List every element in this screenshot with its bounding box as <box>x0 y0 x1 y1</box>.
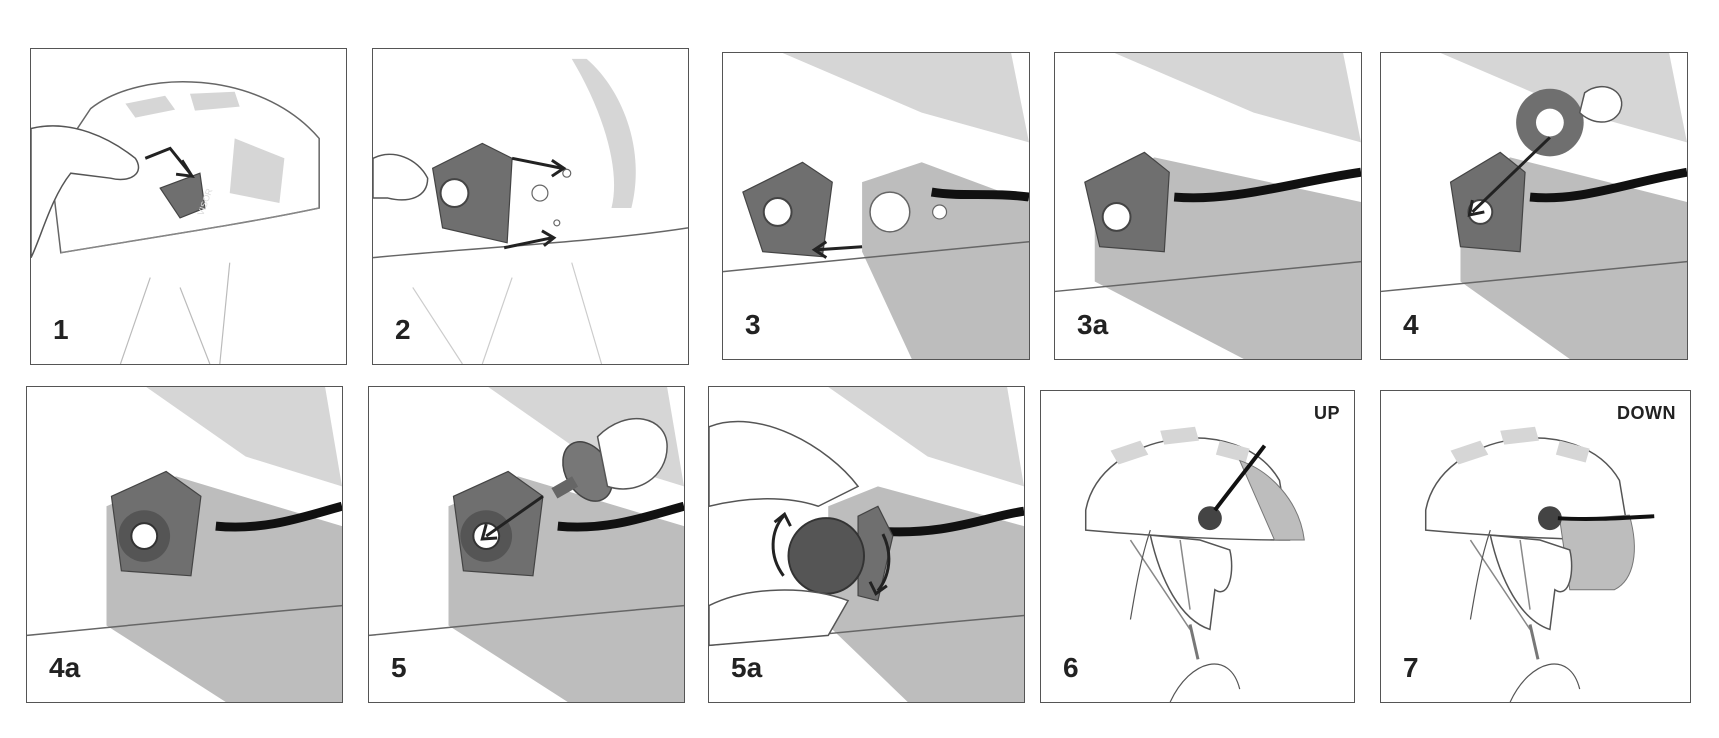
step-number: 1 <box>53 314 69 345</box>
step-4a-panel: 4a <box>26 386 343 703</box>
rotate-arrow-right <box>876 533 891 592</box>
step-1-illustration <box>31 81 320 364</box>
insert-arrow-upper <box>511 156 563 170</box>
rotate-arrow-left <box>771 515 785 577</box>
step-number: 5a <box>731 652 763 683</box>
visor-clip-shape <box>159 172 206 219</box>
step-4-illustration <box>1381 53 1687 359</box>
step-5-illustration <box>369 387 684 702</box>
screw-in-arrow <box>485 495 544 538</box>
position-label: DOWN <box>1617 403 1676 423</box>
step-number: 4 <box>1403 309 1419 340</box>
step-3-illustration <box>723 53 1029 359</box>
visor-pivot-knob <box>1537 506 1562 531</box>
step-5a-illustration <box>709 387 1024 702</box>
step-6-illustration <box>1084 426 1305 702</box>
step-number: 3 <box>745 309 761 340</box>
step-3a-panel: 3a <box>1054 52 1362 360</box>
step-2-panel: 2 <box>372 48 689 365</box>
step-number: 4a <box>49 652 81 683</box>
step-number: 5 <box>391 652 407 683</box>
step-3a-illustration <box>1055 53 1361 359</box>
visor-raised-line <box>1213 444 1267 512</box>
position-label: UP <box>1313 403 1340 423</box>
step-4-panel: 4 <box>1380 52 1688 360</box>
step-number: 3a <box>1077 309 1109 340</box>
visor-lowered-line <box>1557 514 1655 521</box>
insert-arrow-lower <box>503 236 553 250</box>
step-number: 2 <box>395 314 411 345</box>
visor-pivot-knob <box>1197 506 1222 531</box>
step-5-panel: 5 <box>368 386 685 703</box>
step-7-illustration <box>1424 426 1655 702</box>
step-1-panel: VISOR 1 <box>30 48 347 365</box>
attach-arrow <box>817 245 863 252</box>
step-6-panel: UP 6 <box>1040 390 1355 703</box>
step-3-panel: 3 <box>722 52 1030 360</box>
step-4a-illustration <box>27 387 342 702</box>
knob-tightening <box>787 517 866 595</box>
step-5a-panel: 5a <box>708 386 1025 703</box>
step-2-illustration <box>373 58 688 364</box>
step-number: 6 <box>1063 652 1079 683</box>
step-number: 7 <box>1403 652 1419 683</box>
placement-arrow <box>1471 136 1551 214</box>
step-7-panel: DOWN 7 <box>1380 390 1691 703</box>
